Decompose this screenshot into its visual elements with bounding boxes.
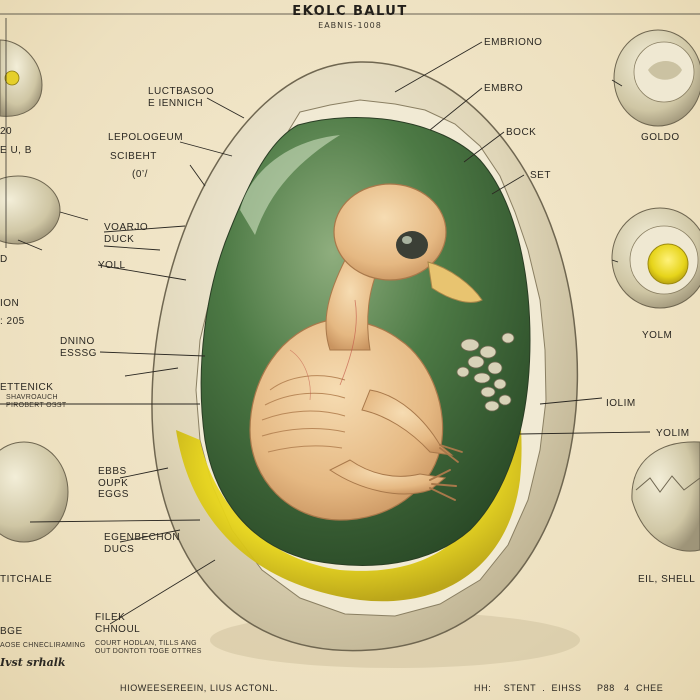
duck-embryo [249, 183, 483, 521]
label-left-bge-sub: AOSE CHNECLIRAMING [0, 642, 86, 649]
label-ettenick-sub: SHAVROAUCH PIROBERT OSST [6, 394, 67, 410]
specimen-mid-left [0, 175, 61, 245]
label-goldo: GOLDO [641, 132, 680, 143]
specimen-top-right [613, 29, 700, 127]
label-left-bge: BGE [0, 626, 23, 637]
label-filek-sub: COURT HODLAN, TILLS ANG OUT DONTOTI TOGE… [95, 640, 202, 656]
footer-left: HIOWEESEREEIN, LIUS ACTONL. [120, 683, 279, 693]
label-dnino: DNINO ESSSG [60, 336, 97, 359]
specimen-broken-shell-right [631, 441, 700, 552]
label-yolim: YOLIM [656, 428, 690, 439]
label-left-uvb: E U, B [0, 145, 32, 156]
label-yoll: YOLL [98, 260, 126, 271]
label-lepologeum: LEPOLOGEUM [108, 132, 184, 143]
membrane-cells [456, 332, 515, 412]
label-left-d: D [0, 254, 8, 265]
footer-right: HH: STENT . EIHSS P88 4 CHEE [474, 683, 664, 693]
label-iolim: IOLIM [606, 398, 636, 409]
label-left-20: 20 [0, 126, 13, 137]
handwritten-note: Ivst srhalk [0, 656, 66, 669]
label-ettenick: ETTENICK [0, 382, 54, 393]
label-embro: EMBRO [484, 83, 524, 94]
diagram-subtitle: EABNIS-1008 [318, 21, 382, 30]
label-embriono: EMBRIONO [484, 37, 543, 48]
label-bock: BOCK [506, 127, 537, 138]
albumen-highlight [240, 135, 340, 235]
specimen-yolk-right [611, 207, 700, 309]
label-voarjo-duck: VOARJO DUCK [104, 222, 149, 245]
label-egenbechon: EGENBECHON DUCS [104, 532, 181, 555]
leader-lines [0, 41, 651, 625]
label-scibeht: SCIBEHT [110, 151, 157, 162]
yolk-crescent [176, 370, 522, 602]
label-filek: FILEK CHNOUL [95, 612, 141, 635]
label-set: SET [530, 170, 551, 181]
label-ok: (0’/ [132, 169, 148, 180]
label-yolm-right: YOLM [642, 330, 673, 341]
specimen-top-left [0, 39, 43, 117]
diagram-title: EKOLC BALUT [292, 4, 408, 19]
label-left-titchale: TITCHALE [0, 574, 53, 585]
label-ebbs: EBBS OUPK EGGS [98, 466, 129, 500]
specimen-low-left [0, 441, 69, 543]
label-left-ion: ION [0, 298, 20, 309]
label-luctbasoo: LUCTBASOO E IENNICH [148, 86, 215, 109]
label-eil-shell: EIL, SHELL [638, 574, 696, 585]
label-left-205: : 205 [0, 316, 25, 327]
